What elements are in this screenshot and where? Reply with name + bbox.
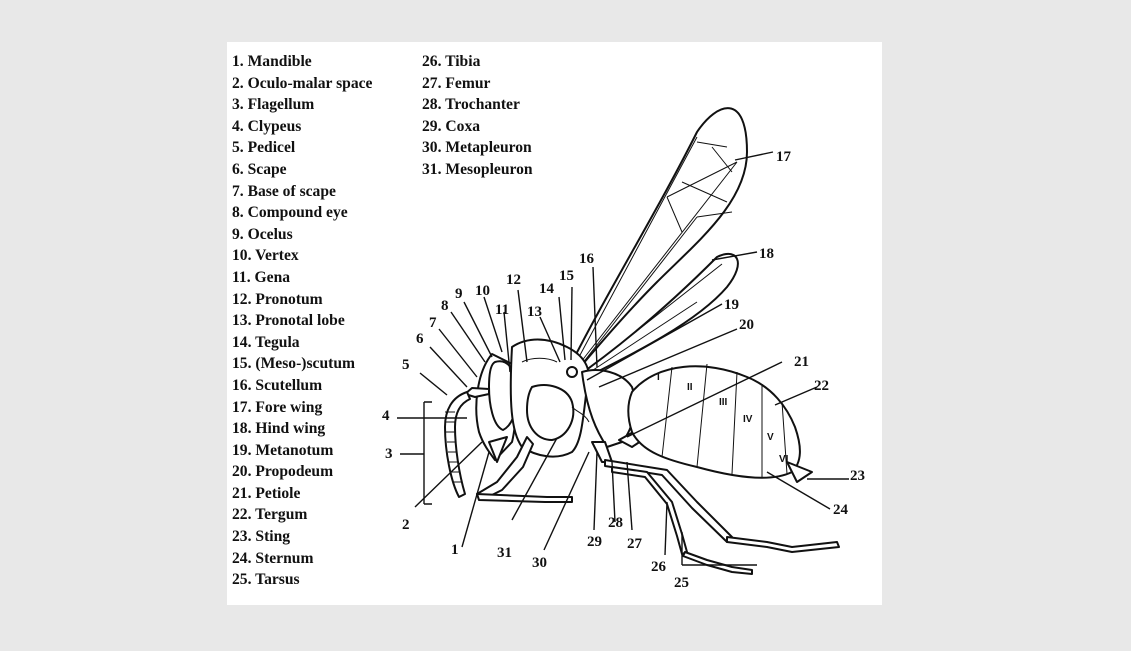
callout-1: 1 bbox=[451, 542, 459, 558]
segment-label: VI bbox=[779, 454, 789, 465]
callout-18: 18 bbox=[759, 246, 774, 262]
callout-27: 27 bbox=[627, 536, 643, 552]
callout-2: 2 bbox=[402, 517, 410, 533]
callout-11: 11 bbox=[495, 302, 509, 318]
wasp-diagram: 1 2 3 4 5 6 7 8 9 10 11 12 13 14 15 16 1… bbox=[227, 42, 882, 605]
callout-28: 28 bbox=[608, 515, 623, 531]
callout-6: 6 bbox=[416, 331, 424, 347]
callout-26: 26 bbox=[651, 559, 667, 575]
segment-label: II bbox=[687, 382, 693, 393]
callout-14: 14 bbox=[539, 281, 555, 297]
diagram-panel: 1. Mandible 2. Oculo-malar space 3. Flag… bbox=[227, 42, 882, 605]
segment-label: IV bbox=[743, 414, 753, 425]
callout-16: 16 bbox=[579, 251, 595, 267]
callout-30: 30 bbox=[532, 555, 547, 571]
callout-24: 24 bbox=[833, 502, 849, 518]
callout-22: 22 bbox=[814, 378, 829, 394]
callout-15: 15 bbox=[559, 268, 574, 284]
callout-13: 13 bbox=[527, 304, 542, 320]
callout-21: 21 bbox=[794, 354, 809, 370]
thorax bbox=[511, 340, 589, 457]
callout-20: 20 bbox=[739, 317, 754, 333]
callout-9: 9 bbox=[455, 286, 463, 302]
callout-labels: 1 2 3 4 5 6 7 8 9 10 11 12 13 14 15 16 1… bbox=[382, 149, 865, 591]
callout-7: 7 bbox=[429, 315, 437, 331]
callout-8: 8 bbox=[441, 298, 449, 314]
callout-12: 12 bbox=[506, 272, 521, 288]
callout-10: 10 bbox=[475, 283, 490, 299]
callout-31: 31 bbox=[497, 545, 512, 561]
callout-29: 29 bbox=[587, 534, 602, 550]
segment-label: V bbox=[767, 432, 774, 443]
segment-label: III bbox=[719, 397, 728, 408]
callout-19: 19 bbox=[724, 297, 739, 313]
callout-17: 17 bbox=[776, 149, 792, 165]
callout-25: 25 bbox=[674, 575, 689, 591]
callout-4: 4 bbox=[382, 408, 390, 424]
callout-3: 3 bbox=[385, 446, 393, 462]
callout-5: 5 bbox=[402, 357, 410, 373]
segment-label: I bbox=[657, 372, 660, 383]
callout-23: 23 bbox=[850, 468, 865, 484]
